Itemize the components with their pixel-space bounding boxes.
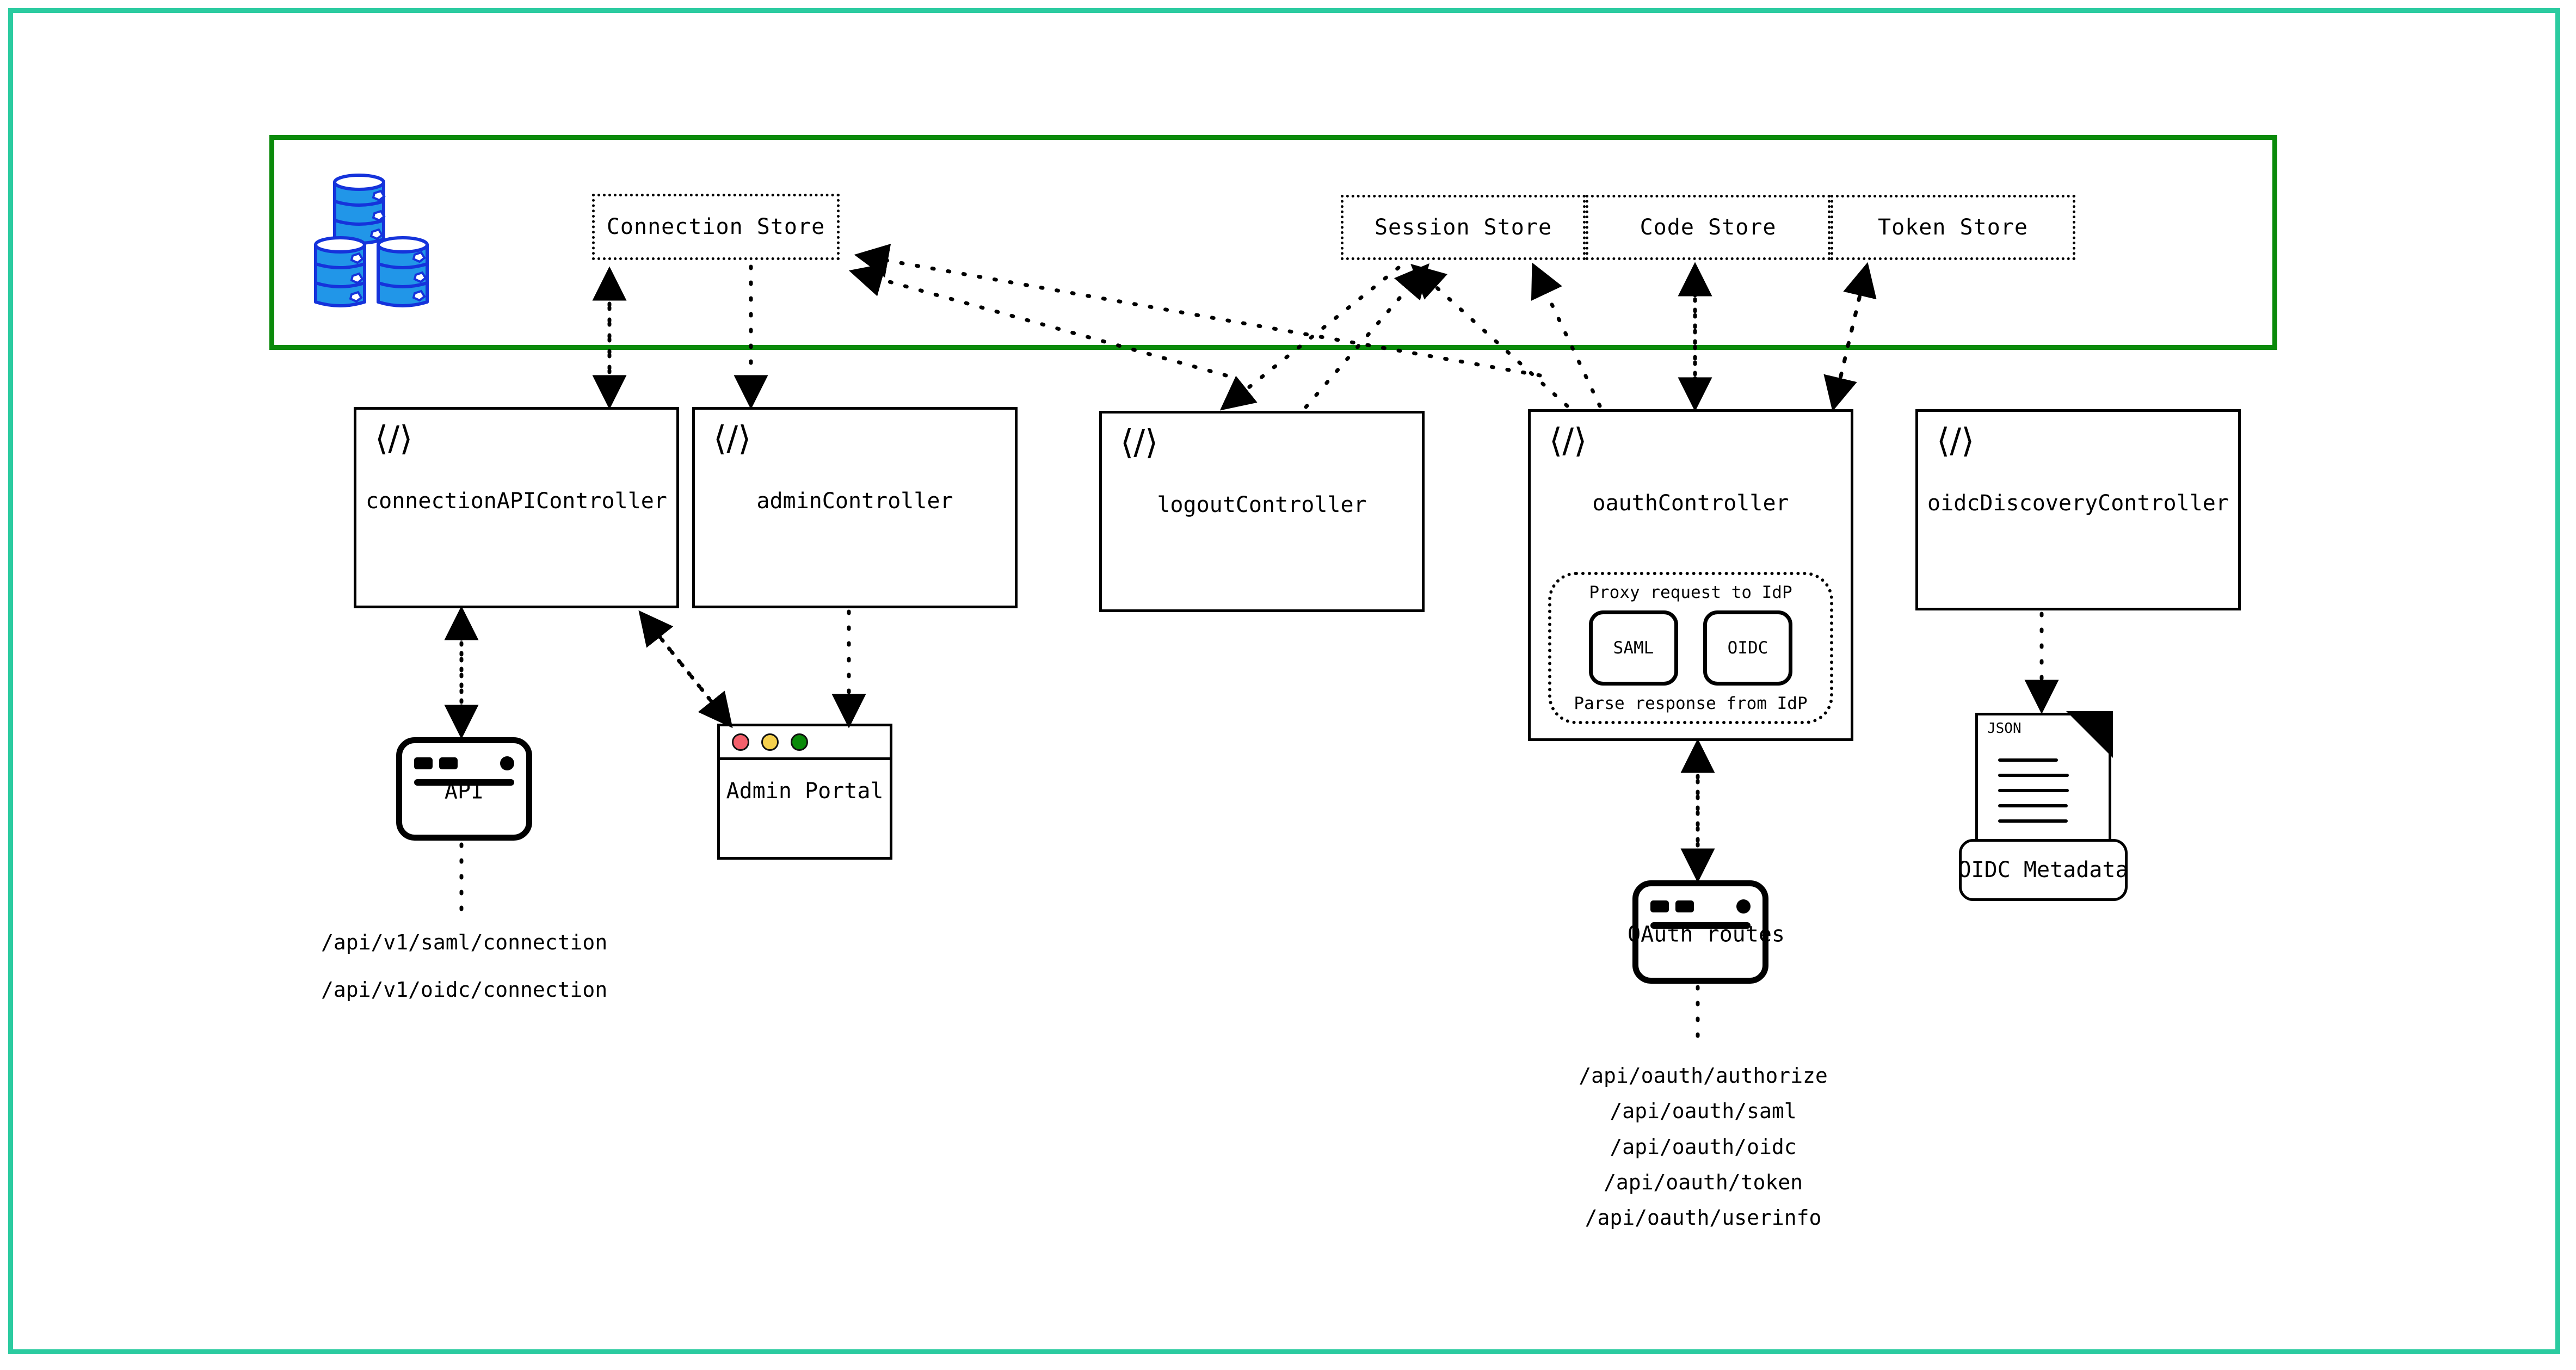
admin-controller-label: adminController: [756, 489, 953, 514]
oauth-routes-label: OAuth routes: [1628, 922, 1785, 947]
code-icon: ⟨/⟩: [713, 418, 751, 458]
oidc-discovery-controller[interactable]: ⟨/⟩ oidcDiscoveryController: [1915, 409, 2241, 610]
code-store-label: Code Store: [1640, 215, 1777, 240]
oidc-metadata-label: OIDC Metadata: [1958, 857, 2129, 883]
oidc-discovery-controller-label: oidcDiscoveryController: [1927, 491, 2229, 516]
api-node[interactable]: API: [396, 737, 532, 841]
code-icon: ⟨/⟩: [1549, 421, 1587, 460]
connection-api-controller-label: connectionAPIController: [366, 489, 667, 514]
endpoint-item: /api/oauth/authorize: [1579, 1064, 1828, 1088]
admin-controller[interactable]: ⟨/⟩ adminController: [692, 407, 1018, 608]
token-store-label: Token Store: [1878, 215, 2028, 240]
proxy-request-label: Proxy request to IdP: [1589, 583, 1792, 602]
json-file-type-label: JSON: [1987, 720, 2022, 737]
parse-response-label: Parse response from IdP: [1574, 694, 1808, 713]
logout-controller[interactable]: ⟨/⟩ logoutController: [1099, 411, 1425, 612]
endpoint-item: /api/oauth/saml: [1610, 1099, 1797, 1124]
endpoint-item: /api/oauth/token: [1603, 1170, 1803, 1195]
endpoint-item: /api/oauth/userinfo: [1585, 1206, 1822, 1230]
oidc-pill-label: OIDC: [1727, 638, 1768, 658]
session-store-label: Session Store: [1374, 215, 1552, 240]
app-window-icon: [720, 726, 890, 760]
token-store[interactable]: Token Store: [1831, 195, 2075, 260]
diagram-outer-frame: [8, 8, 2560, 1354]
endpoint-item: /api/v1/oidc/connection: [321, 978, 608, 1002]
oauth-endpoints: /api/oauth/authorize /api/oauth/saml /ap…: [1540, 1058, 1866, 1236]
endpoint-item: /api/v1/saml/connection: [321, 930, 608, 954]
idp-proxy-panel: Proxy request to IdP SAML OIDC Parse res…: [1548, 572, 1833, 724]
connection-store-label: Connection Store: [606, 214, 825, 239]
browser-window-icon: [414, 753, 514, 776]
connection-api-endpoints: /api/v1/saml/connection /api/v1/oidc/con…: [321, 925, 658, 1008]
admin-portal-label: Admin Portal: [726, 779, 884, 804]
browser-window-icon: [1650, 896, 1751, 919]
saml-pill[interactable]: SAML: [1589, 610, 1678, 686]
connection-store[interactable]: Connection Store: [592, 194, 840, 260]
api-node-label: API: [444, 779, 484, 804]
page-fold-icon: [2066, 711, 2113, 758]
session-store[interactable]: Session Store: [1341, 195, 1586, 260]
oidc-metadata-node[interactable]: JSON OIDC Metadata: [1958, 711, 2129, 901]
endpoint-item: /api/oauth/oidc: [1610, 1134, 1797, 1159]
code-icon: ⟨/⟩: [375, 418, 413, 458]
oauth-controller[interactable]: ⟨/⟩ oauthController Proxy request to IdP…: [1528, 409, 1853, 741]
oauth-routes-node[interactable]: OAuth routes: [1628, 880, 1785, 984]
database-stack-icon: [305, 163, 468, 310]
oauth-controller-label: oauthController: [1592, 491, 1789, 516]
admin-portal-node[interactable]: Admin Portal: [717, 724, 892, 860]
oidc-pill[interactable]: OIDC: [1703, 610, 1792, 686]
connection-api-controller[interactable]: ⟨/⟩ connectionAPIController: [354, 407, 679, 608]
code-icon: ⟨/⟩: [1120, 422, 1158, 462]
code-store[interactable]: Code Store: [1586, 195, 1831, 260]
saml-pill-label: SAML: [1613, 638, 1654, 658]
oidc-metadata-label-tag: OIDC Metadata: [1958, 839, 2129, 901]
code-icon: ⟨/⟩: [1937, 421, 1975, 460]
logout-controller-label: logoutController: [1157, 492, 1367, 517]
